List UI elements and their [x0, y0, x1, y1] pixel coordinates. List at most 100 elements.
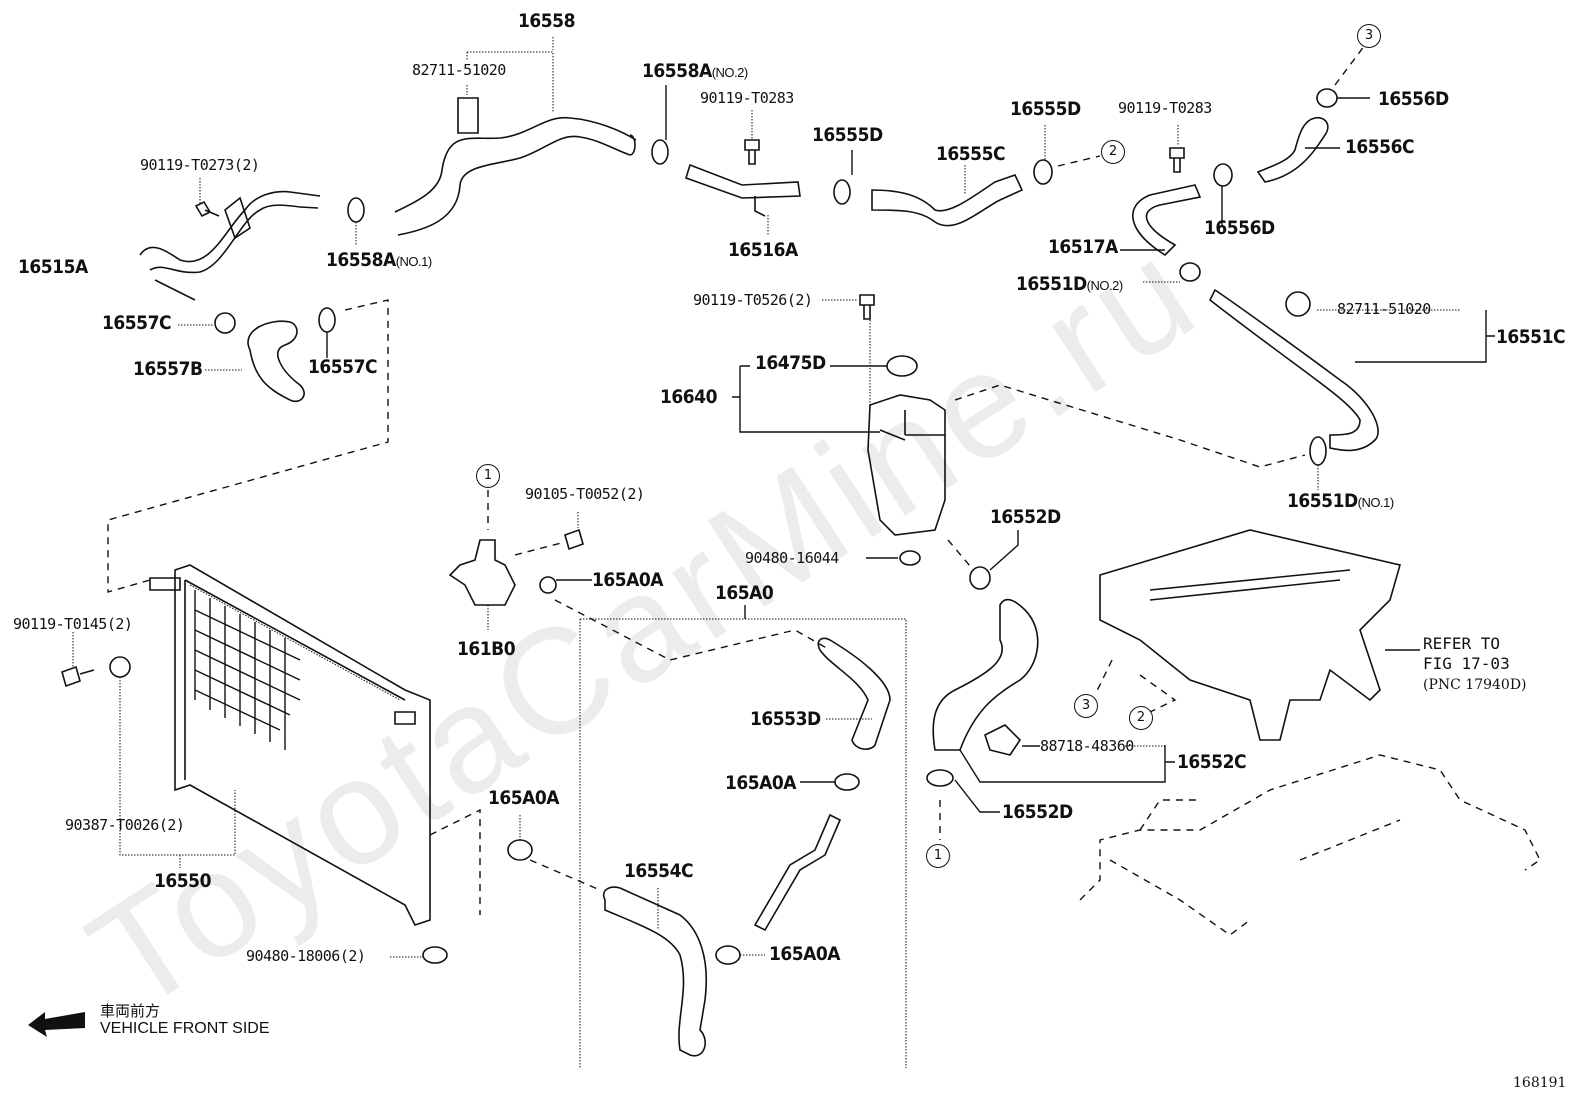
- hose-16558: [394, 116, 637, 236]
- label-16517A[interactable]: 16517A: [1048, 236, 1118, 258]
- hose-16557B: [247, 320, 305, 403]
- pipe-16515A: [139, 190, 321, 301]
- hose-16553D: [817, 637, 891, 750]
- label-16558A-no1[interactable]: 16558A(NO.1): [326, 251, 432, 270]
- bolt-90119-T0526: [859, 294, 875, 320]
- label-16556D-mid[interactable]: 16556D: [1204, 217, 1275, 239]
- clamp-16557C-b: [318, 307, 336, 333]
- label-90387-T0026[interactable]: 90387-T0026(2): [65, 816, 185, 834]
- label-165A0[interactable]: 165A0: [715, 582, 774, 604]
- label-90119-T0273[interactable]: 90119-T0273(2): [140, 156, 260, 174]
- part-number: 16558A: [642, 60, 712, 82]
- label-16557B[interactable]: 16557B: [133, 358, 203, 380]
- clamp-16555D-b: [1033, 159, 1053, 185]
- reference-line3: (PNC 17940D): [1423, 677, 1527, 693]
- variant: (NO.2): [711, 65, 749, 80]
- label-165A0A-b[interactable]: 165A0A: [725, 772, 797, 794]
- clamp-16557C-a: [214, 312, 236, 334]
- label-16557C-a[interactable]: 16557C: [102, 312, 172, 334]
- clamp-165A0A-c: [507, 839, 533, 861]
- label-88718-48360[interactable]: 88718-48360: [1040, 737, 1134, 755]
- label-16475D[interactable]: 16475D: [755, 352, 826, 374]
- clamp-165A0A-a: [539, 576, 557, 594]
- label-82711-51020-top[interactable]: 82711-51020: [412, 61, 506, 79]
- label-90480-18006[interactable]: 90480-18006(2): [246, 947, 366, 965]
- clamp-82711-right: [1285, 291, 1311, 317]
- bushing-90387-T0026: [109, 656, 131, 678]
- pipe-16517A: [1132, 184, 1202, 257]
- connector-2-airbox: 2: [1129, 706, 1153, 730]
- connector-3-airbox: 3: [1074, 694, 1098, 718]
- label-165A0A-c[interactable]: 165A0A: [488, 787, 560, 809]
- clamp-165A0A-d: [715, 945, 741, 965]
- clamp-16558A-no2: [651, 139, 669, 165]
- hose-16554C: [602, 886, 708, 1057]
- bolt-90105-T0052: [564, 528, 584, 551]
- label-16558[interactable]: 16558: [518, 10, 575, 32]
- label-16550[interactable]: 16550: [154, 870, 211, 892]
- variant: (NO.1): [1357, 495, 1395, 510]
- bolt-90119-T0283-b: [1169, 147, 1185, 173]
- label-16552D-bot[interactable]: 16552D: [1002, 801, 1073, 823]
- variant: (NO.1): [395, 254, 433, 269]
- connector-1-pump: 1: [476, 464, 500, 488]
- reference-line2[interactable]: FIG 17-03: [1423, 654, 1510, 673]
- label-16555D-a[interactable]: 16555D: [812, 124, 883, 146]
- label-161B0[interactable]: 161B0: [457, 638, 516, 660]
- vehicle-front-side-label: VEHICLE FRONT SIDE: [100, 1020, 270, 1037]
- reference-note: REFER TO FIG 17-03 (PNC 17940D): [1423, 614, 1527, 695]
- label-16556D-top[interactable]: 16556D: [1378, 88, 1449, 110]
- connector-2-top: 2: [1101, 140, 1125, 164]
- clamp-16552D-top: [969, 566, 991, 590]
- label-165A0A-d[interactable]: 165A0A: [769, 943, 841, 965]
- hose-16551C: [1208, 288, 1379, 452]
- label-16640[interactable]: 16640: [660, 386, 717, 408]
- label-16516A[interactable]: 16516A: [728, 239, 798, 261]
- label-16551D-no1[interactable]: 16551D(NO.1): [1287, 492, 1394, 511]
- clamp-16558A-no1: [347, 197, 365, 223]
- air-box-ref-17940D: [1099, 529, 1402, 741]
- part-number: 16551D: [1016, 273, 1087, 295]
- label-16551D-no2[interactable]: 16551D(NO.2): [1016, 275, 1123, 294]
- hose-165A0-mid: [753, 813, 842, 932]
- pipe-16516A: [685, 163, 801, 217]
- radiator-core-grid: [194, 590, 301, 750]
- label-16558A-no2[interactable]: 16558A(NO.2): [642, 62, 748, 81]
- bolt-90119-T0283-a: [744, 139, 760, 165]
- clamp-16552D-bot: [926, 769, 954, 787]
- grommet-90480-18006: [422, 946, 448, 964]
- label-16554C[interactable]: 16554C: [624, 860, 694, 882]
- label-16556C[interactable]: 16556C: [1345, 136, 1415, 158]
- vehicle-front-japanese: 車両前方: [100, 1002, 161, 1020]
- clamp-16551D-no2: [1179, 262, 1201, 282]
- label-16557C-b[interactable]: 16557C: [308, 356, 378, 378]
- label-16552C[interactable]: 16552C: [1177, 751, 1247, 773]
- label-90119-T0283-a[interactable]: 90119-T0283: [700, 89, 794, 107]
- bolt-90119-T0273: [194, 200, 220, 218]
- hose-16555C: [871, 174, 1024, 227]
- label-90105-T0052[interactable]: 90105-T0052(2): [525, 485, 645, 503]
- grommet-90480-16044: [899, 550, 921, 566]
- label-16551C[interactable]: 16551C: [1496, 326, 1566, 348]
- label-16555C[interactable]: 16555C: [936, 143, 1006, 165]
- label-16552D-top[interactable]: 16552D: [990, 506, 1061, 528]
- figure-number: 168191: [1513, 1075, 1567, 1091]
- label-16555D-b[interactable]: 16555D: [1010, 98, 1081, 120]
- variant: (NO.2): [1086, 278, 1124, 293]
- reference-line1: REFER TO: [1423, 634, 1501, 653]
- bolt-90119-T0145: [61, 665, 95, 688]
- label-90119-T0145[interactable]: 90119-T0145(2): [13, 615, 133, 633]
- clip-82711-top: [457, 97, 479, 134]
- hose-16552C: [932, 598, 1039, 751]
- clamp-16551D-no1: [1309, 436, 1327, 466]
- label-165A0A-a[interactable]: 165A0A: [592, 569, 664, 591]
- label-90119-T0283-b[interactable]: 90119-T0283: [1118, 99, 1212, 117]
- label-16553D[interactable]: 16553D: [750, 708, 821, 730]
- label-16515A[interactable]: 16515A: [18, 256, 88, 278]
- hose-16556C: [1256, 116, 1329, 183]
- label-90480-16044[interactable]: 90480-16044: [745, 549, 839, 567]
- label-90119-T0526[interactable]: 90119-T0526(2): [693, 291, 813, 309]
- label-82711-51020-right[interactable]: 82711-51020: [1337, 300, 1431, 318]
- left-arrow-icon: [28, 1012, 85, 1037]
